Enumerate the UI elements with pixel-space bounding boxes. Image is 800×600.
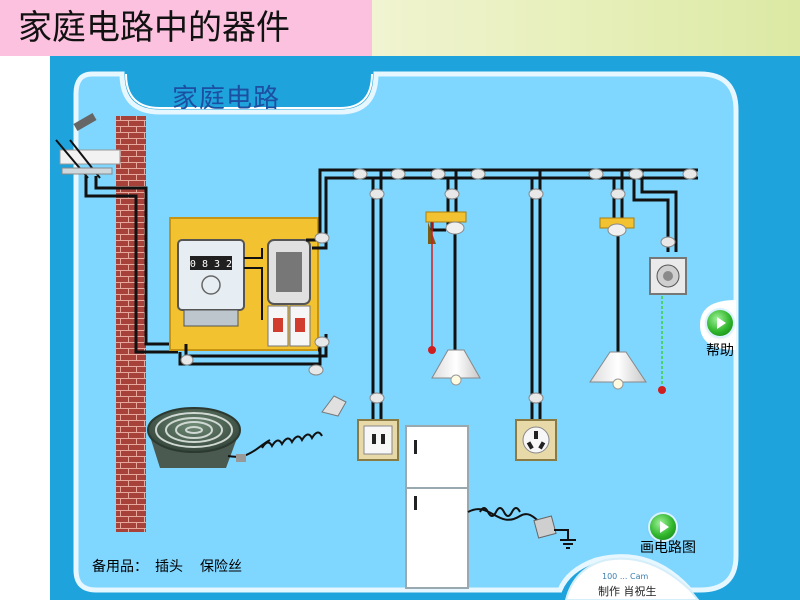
pull-switch-lamp-1 bbox=[425, 211, 481, 386]
distribution-board: 0 8 3 2 bbox=[169, 217, 319, 351]
brick-wall bbox=[116, 116, 146, 532]
socket-three-pin bbox=[515, 419, 557, 461]
credit-logo: 100 ... Cam bbox=[602, 572, 649, 581]
bell-switch bbox=[649, 257, 687, 394]
service-pole bbox=[55, 113, 121, 179]
help-label[interactable]: 帮助 bbox=[706, 343, 734, 359]
draw-circuit-label[interactable]: 画电路图 bbox=[640, 540, 696, 556]
socket-two-pin bbox=[357, 419, 399, 461]
draw-circuit-button-icon[interactable] bbox=[650, 514, 676, 540]
board-links bbox=[244, 248, 263, 320]
lamp-2 bbox=[589, 217, 647, 390]
meter-reading: 0 8 3 2 bbox=[190, 259, 232, 270]
spare-plug[interactable]: 插头 bbox=[155, 559, 183, 575]
spares-prefix: 备用品： bbox=[92, 559, 148, 575]
electric-stove bbox=[147, 395, 347, 468]
wire-insulators bbox=[180, 168, 698, 404]
panel-tab-highlight bbox=[125, 73, 373, 109]
refrigerator bbox=[405, 425, 469, 589]
fridge-cord bbox=[467, 507, 576, 549]
spare-fuse[interactable]: 保险丝 bbox=[200, 559, 242, 575]
service-wires bbox=[84, 176, 178, 354]
credit-author: 制作 肖祝生 bbox=[598, 585, 657, 598]
help-button-icon[interactable] bbox=[707, 310, 733, 336]
electric-meter bbox=[177, 239, 245, 311]
panel-title: 家庭电路 bbox=[172, 84, 281, 114]
credit-badge bbox=[564, 557, 700, 600]
page-title: 家庭电路中的器件 bbox=[0, 0, 372, 56]
